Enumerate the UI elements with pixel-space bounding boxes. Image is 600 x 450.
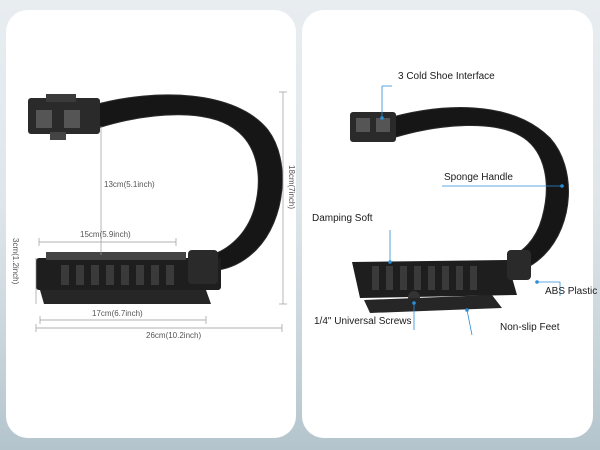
- abs-plastic-label: ABS Plastic: [545, 286, 598, 297]
- height-13cm-label: 13cm(5.1inch): [104, 180, 155, 189]
- left-panel: 13cm(5.1inch) 18cm(7inch) 15cm(5.9inch) …: [6, 10, 296, 438]
- universal-screws-label: 1/4" Universal Screws: [314, 316, 412, 327]
- damping-soft-label: Damping Soft: [312, 213, 373, 224]
- height-18cm-label: 18cm(7inch): [287, 165, 296, 210]
- non-slip-feet-label: Non-slip Feet: [500, 322, 560, 333]
- plate-15cm-label: 15cm(5.9inch): [80, 230, 131, 239]
- right-panel: 3 Cold Shoe Interface Sponge Handle Damp…: [302, 10, 597, 438]
- stabilizer-features-drawing: [350, 85, 569, 336]
- base-17cm-label: 17cm(6.7inch): [92, 309, 143, 318]
- cold-shoe-interface-label: 3 Cold Shoe Interface: [398, 71, 495, 82]
- side-3cm-label: 3cm(1.2inch): [11, 238, 20, 285]
- sponge-handle-shape: [381, 107, 569, 273]
- sponge-handle-label: Sponge Handle: [444, 172, 513, 183]
- width-26cm-label: 26cm(10.2inch): [146, 331, 202, 340]
- feet-shape: [364, 295, 502, 313]
- stabilizer-dimension-drawing: [28, 91, 287, 332]
